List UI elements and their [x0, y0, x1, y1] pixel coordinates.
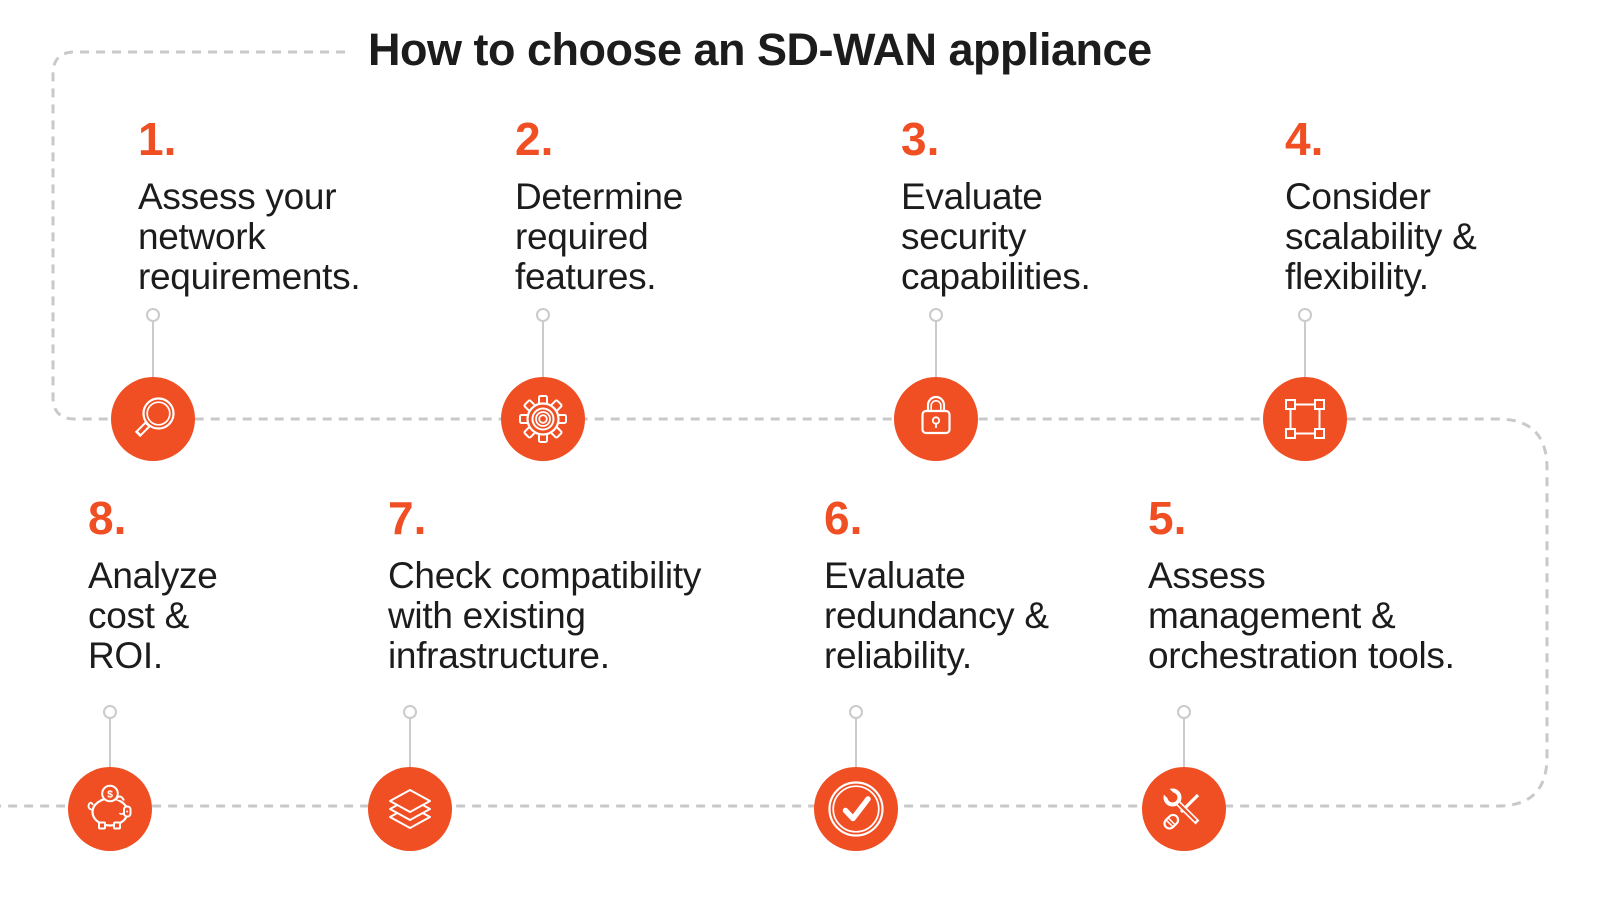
- connector-pin: [1177, 705, 1191, 719]
- check-circle-icon: [814, 767, 898, 851]
- piggy-bank-icon: $: [68, 767, 152, 851]
- step-7-number: 7.: [388, 492, 427, 544]
- page-title: How to choose an SD-WAN appliance: [368, 24, 1152, 75]
- connector-pin: [536, 308, 550, 322]
- step-7-text: Check compatibility with existing infras…: [388, 555, 702, 676]
- gear-icon: [501, 377, 585, 461]
- step-4-number: 4.: [1285, 113, 1324, 165]
- tools-icon: [1142, 767, 1226, 851]
- connector-pin: [103, 705, 117, 719]
- step-5: 5. Assess management & orchestration too…: [1148, 495, 1455, 676]
- connector-pin: [929, 308, 943, 322]
- connector-pin: [849, 705, 863, 719]
- step-6-text: Evaluate redundancy & reliability.: [824, 555, 1049, 676]
- step-2-number: 2.: [515, 113, 554, 165]
- step-3: 3. Evaluate security capabilities.: [901, 113, 1091, 297]
- step-7: 7. Check compatibility with existing inf…: [388, 495, 701, 676]
- step-3-text: Evaluate security capabilities.: [901, 176, 1091, 297]
- step-8-number: 8.: [88, 492, 127, 544]
- connector-pins: [103, 308, 1312, 769]
- step-6-number: 6.: [824, 492, 863, 544]
- step-8-text: Analyze cost & ROI.: [88, 555, 218, 676]
- search-icon: [111, 377, 195, 461]
- layers-icon: [368, 767, 452, 851]
- connector-pin: [1298, 308, 1312, 322]
- step-8: 8. Analyze cost & ROI.: [88, 495, 218, 676]
- svg-text:$: $: [107, 788, 113, 800]
- lock-icon: [894, 377, 978, 461]
- step-2: 2. Determine required features.: [515, 116, 683, 297]
- flow-dashed-line: [0, 50, 1549, 808]
- step-1: 1. Assess your network requirements.: [138, 113, 361, 297]
- step-1-number: 1.: [138, 113, 177, 165]
- step-4-text: Consider scalability & flexibility.: [1285, 176, 1477, 297]
- connector-pin: [403, 705, 417, 719]
- step-6: 6. Evaluate redundancy & reliability.: [824, 495, 1049, 676]
- step-1-text: Assess your network requirements.: [138, 176, 361, 297]
- step-2-text: Determine required features.: [515, 176, 683, 297]
- step-5-number: 5.: [1148, 492, 1187, 544]
- connector-pin: [146, 308, 160, 322]
- step-5-text: Assess management & orchestration tools.: [1148, 555, 1455, 676]
- scale-handles-icon: [1263, 377, 1347, 461]
- step-3-number: 3.: [901, 113, 940, 165]
- step-4: 4. Consider scalability & flexibility.: [1285, 113, 1477, 297]
